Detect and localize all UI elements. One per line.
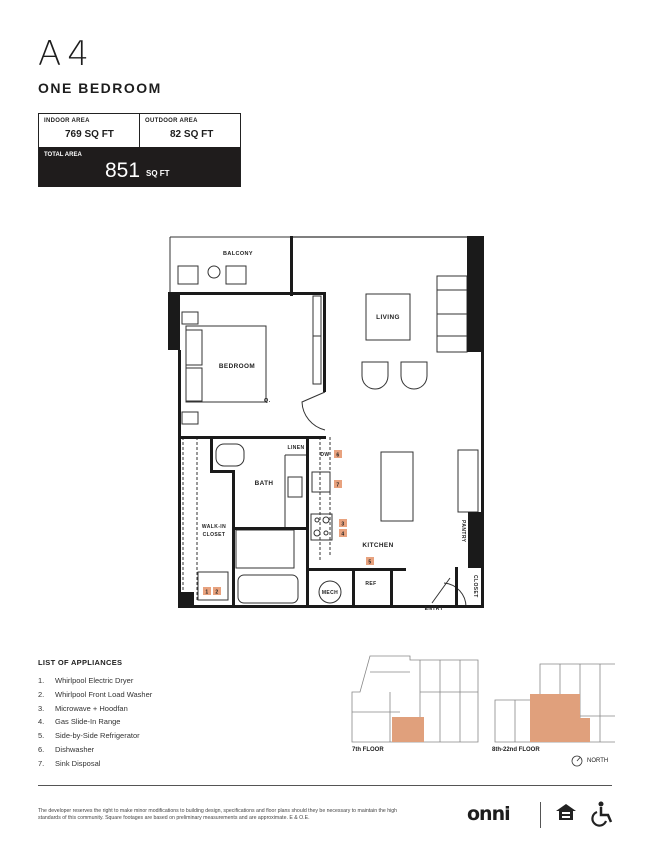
keyplan-7-highlight xyxy=(392,717,424,742)
room-mech: MECH xyxy=(322,590,338,596)
armchair xyxy=(361,361,389,390)
island xyxy=(380,451,414,522)
indoor-area-value: 769 SQ FT xyxy=(65,129,114,140)
balcony-chair xyxy=(225,265,247,285)
badge-7 xyxy=(334,480,342,488)
outdoor-area-label: OUTDOOR AREA xyxy=(145,118,198,124)
badge-2 xyxy=(213,587,221,595)
room-linen: LINEN xyxy=(288,445,305,451)
total-area-value: 851 xyxy=(105,159,141,182)
key-plans xyxy=(351,655,615,743)
list-item: 3.Microwave + Hoodfan xyxy=(38,703,128,713)
walls xyxy=(168,236,484,608)
badge-4 xyxy=(339,529,347,537)
label-dw: DW xyxy=(320,452,329,458)
north-label: NORTH xyxy=(587,758,609,764)
vanity-sink xyxy=(287,476,303,498)
unit-type: ONE BEDROOM xyxy=(38,80,162,96)
coffee-table xyxy=(365,293,411,341)
washer-dryer xyxy=(197,571,229,601)
room-pantry: PANTRY xyxy=(460,520,466,543)
outdoor-area-value: 82 SQ FT xyxy=(170,129,214,140)
list-item: 4.Gas Slide-In Range xyxy=(38,717,121,727)
disclaimer: The developer reserves the right to make… xyxy=(38,808,398,822)
badge-3-label: 3 xyxy=(341,522,344,528)
room-closet: CLOSET xyxy=(472,575,478,598)
area-table: INDOOR AREA 769 SQ FT OUTDOOR AREA 82 SQ… xyxy=(38,113,241,187)
room-kitchen: KITCHEN xyxy=(362,542,393,549)
toilet xyxy=(215,443,245,467)
bed-size: Q. xyxy=(264,398,271,404)
floor-8-22-label: 8th-22nd FLOOR xyxy=(492,747,540,753)
badge-1 xyxy=(203,587,211,595)
accessibility-icon xyxy=(591,801,613,827)
keyplan-8-highlight-upper xyxy=(530,694,580,718)
equal-housing-icon xyxy=(556,804,576,820)
balcony-chair xyxy=(177,265,199,285)
badge-6-label: 6 xyxy=(336,453,339,459)
list-item: 5.Side-by-Side Refrigerator xyxy=(38,731,140,741)
badge-5 xyxy=(366,557,374,565)
range xyxy=(310,513,333,541)
list-item: 1.Whirlpool Electric Dryer xyxy=(38,676,134,685)
room-ref: REF xyxy=(365,581,376,587)
outdoor-area: OUTDOOR AREA 82 SQ FT xyxy=(140,114,240,147)
mech-unit xyxy=(318,580,342,604)
badge-1-label: 1 xyxy=(205,590,208,596)
bathtub xyxy=(237,574,299,604)
total-area-unit: SQ FT xyxy=(146,169,170,178)
appliance-list-title: LIST OF APPLIANCES xyxy=(38,658,123,667)
onni-logo: onni xyxy=(467,803,511,825)
list-item: 6.Dishwasher xyxy=(38,744,95,754)
room-bedroom: BEDROOM xyxy=(219,363,255,370)
total-area: TOTAL AREA 851 SQ FT xyxy=(39,147,240,187)
room-walkin-1: WALK-IN xyxy=(202,524,226,530)
room-living: LIVING xyxy=(376,314,400,321)
floor-plan: 6 7 3 4 5 1 2 BALCONY LIVING BEDROOM Q. … xyxy=(168,236,484,612)
indoor-area-label: INDOOR AREA xyxy=(44,118,90,124)
room-balcony: BALCONY xyxy=(223,251,253,257)
appliance-list: LIST OF APPLIANCES 1.Whirlpool Electric … xyxy=(38,658,152,773)
pantry-shelf xyxy=(457,449,479,513)
divider xyxy=(38,785,612,786)
kitchen-sink xyxy=(311,471,331,493)
badge-6 xyxy=(334,450,342,458)
shower xyxy=(235,529,295,569)
badge-4-label: 4 xyxy=(341,532,344,538)
armchair xyxy=(400,361,428,390)
badge-7-label: 7 xyxy=(336,483,339,489)
list-item: 7.Sink Disposal xyxy=(38,758,101,768)
north-indicator: NORTH xyxy=(571,755,608,767)
keyplan-7th-floor xyxy=(351,655,479,743)
badge-2-label: 2 xyxy=(215,590,218,596)
indoor-area: INDOOR AREA 769 SQ FT xyxy=(39,114,140,147)
compass-icon xyxy=(571,755,583,767)
keyplan-8-highlight-lower xyxy=(530,718,590,742)
balcony-table xyxy=(207,265,221,279)
room-walkin-2: CLOSET xyxy=(203,532,226,538)
total-area-label: TOTAL AREA xyxy=(44,152,82,158)
floor-7-label: 7th FLOOR xyxy=(352,747,384,753)
badge-3 xyxy=(339,519,347,527)
logo-divider xyxy=(540,802,541,828)
list-item: 2.Whirlpool Front Load Washer xyxy=(38,689,153,699)
room-entry: ENTRY xyxy=(425,606,444,612)
unit-code: A4 xyxy=(38,34,95,74)
badge-5-label: 5 xyxy=(368,560,371,566)
appliance-badges xyxy=(203,450,374,595)
room-bath: BATH xyxy=(255,480,274,487)
